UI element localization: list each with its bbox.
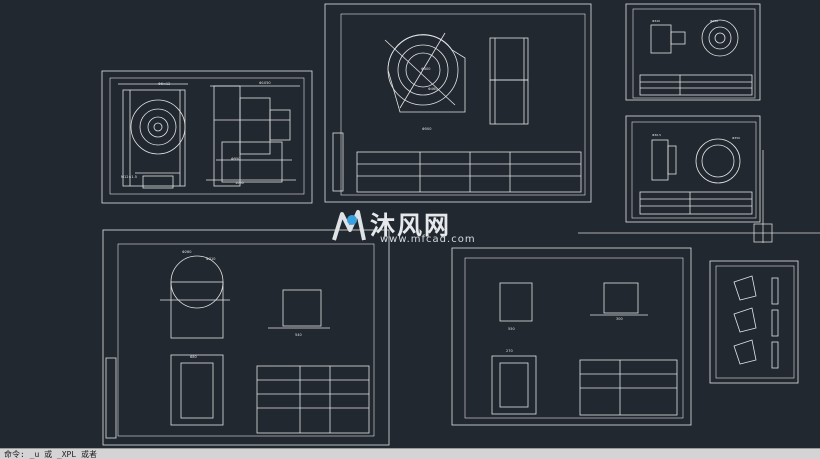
svg-text:Φ36.5: Φ36.5 (652, 133, 661, 137)
svg-text:550: 550 (508, 327, 515, 331)
svg-text:Φ350: Φ350 (732, 136, 740, 140)
inlet-detail-dims: Φ36.5 Φ350 (652, 133, 740, 140)
command-line-text: 命令: _u 或 _XPL 或者 (4, 450, 97, 459)
svg-text:Φ500: Φ500 (422, 127, 431, 131)
svg-text:Φ950: Φ950 (231, 157, 240, 161)
command-line[interactable]: 命令: _u 或 _XPL 或者 (0, 448, 820, 459)
drawing-canvas[interactable]: Φ6×12 Φ1050 Φ950 1050 M12×1.5 Φ400 Φ460 … (0, 0, 820, 448)
svg-text:M12×1.5: M12×1.5 (121, 175, 137, 179)
watermark-brand: 沐风网 (370, 211, 452, 240)
svg-text:Φ1050: Φ1050 (259, 81, 271, 85)
svg-text:270: 270 (506, 349, 513, 353)
inlet-detail-sheet[interactable] (625, 115, 761, 223)
svg-text:Φ400: Φ400 (421, 67, 430, 71)
fan-assembly-sheet[interactable] (101, 70, 313, 204)
impeller-dims: Φ400 Φ460 Φ500 (421, 67, 437, 131)
impeller-sheet[interactable] (324, 3, 592, 203)
bracket-sheet-left[interactable] (102, 229, 390, 446)
svg-text:Φ260: Φ260 (182, 250, 191, 254)
fan-assembly-dims: Φ6×12 Φ1050 Φ950 1050 M12×1.5 (121, 81, 271, 185)
svg-text:300: 300 (616, 317, 623, 321)
svg-text:Φ6×12: Φ6×12 (158, 82, 170, 86)
svg-text:Φ320: Φ320 (652, 19, 660, 23)
svg-text:540: 540 (295, 333, 302, 337)
mfcad-logo-icon (332, 210, 366, 241)
watermark: 沐风网 www.mfcad.com (330, 206, 490, 250)
crosshair-cursor (578, 150, 820, 243)
bracket-right-dims: 550 300 270 (506, 317, 623, 353)
watermark-url: www.mfcad.com (380, 234, 476, 245)
casing-detail-sheet[interactable] (625, 3, 761, 101)
blade-detail-sheet[interactable] (709, 260, 799, 384)
bracket-sheet-right[interactable] (451, 247, 692, 426)
bracket-left-dims: Φ260 Φ310 680 540 (182, 250, 302, 359)
svg-text:Φ280: Φ280 (710, 19, 718, 23)
casing-detail-dims: Φ320 Φ280 (652, 19, 718, 23)
svg-text:Φ310: Φ310 (206, 257, 215, 261)
svg-text:1050: 1050 (235, 181, 244, 185)
svg-text:Φ460: Φ460 (428, 87, 437, 91)
svg-text:680: 680 (190, 355, 197, 359)
